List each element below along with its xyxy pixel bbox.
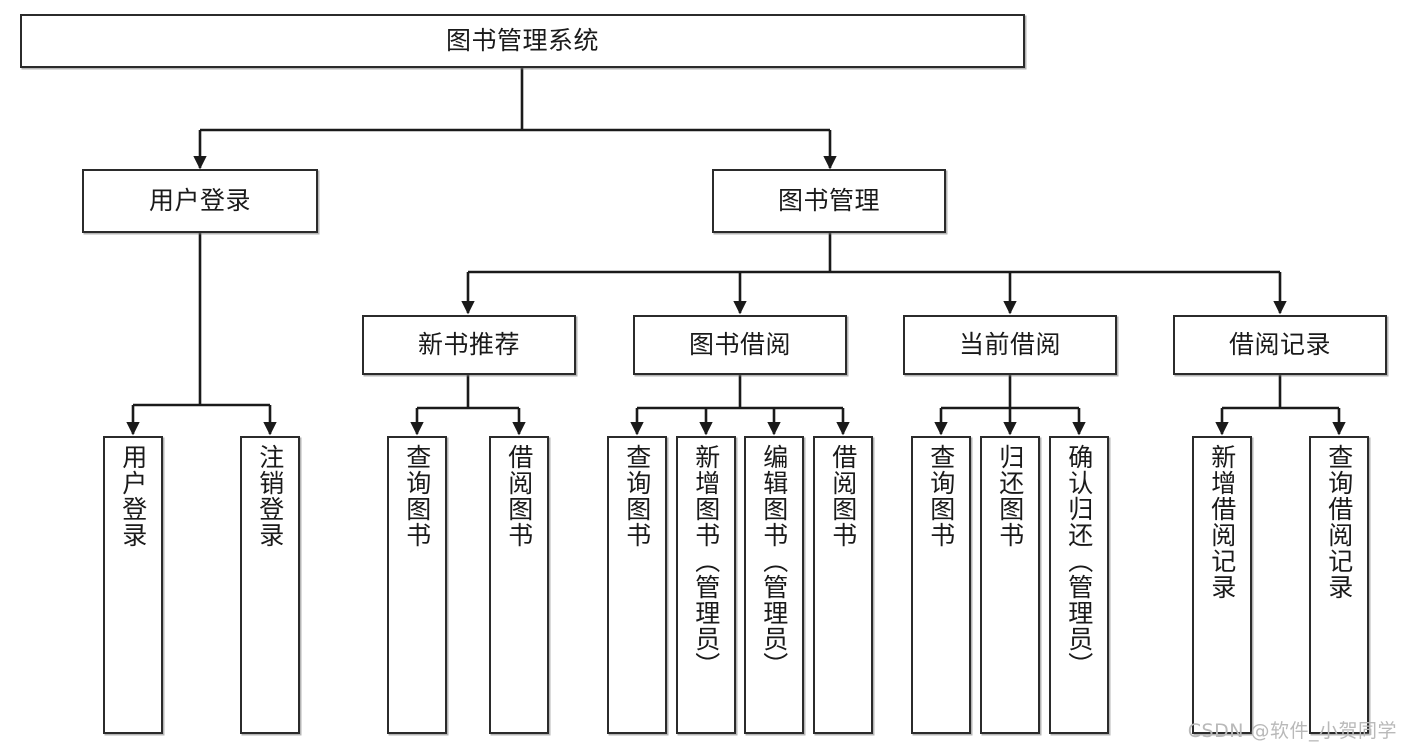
node-label: 借阅记录 [1228, 330, 1331, 359]
leaf-confirm-return-admin[interactable]: 确认归还（管理员） [1049, 436, 1109, 734]
node-label: 编辑图书（管理员） [759, 444, 789, 678]
node-new-book-recommend[interactable]: 新书推荐 [362, 315, 576, 375]
leaf-borrow-book[interactable]: 借阅图书 [813, 436, 873, 734]
node-label: 借阅图书 [504, 444, 534, 548]
node-label: 查询图书 [926, 444, 956, 548]
leaf-add-borrow-record[interactable]: 新增借阅记录 [1192, 436, 1252, 734]
node-label: 注销登录 [255, 444, 285, 548]
leaf-query-book-current[interactable]: 查询图书 [911, 436, 971, 734]
node-label: 查询图书 [622, 444, 652, 548]
node-borrow-record[interactable]: 借阅记录 [1173, 315, 1387, 375]
node-label: 当前借阅 [958, 330, 1061, 359]
node-label: 确认归还（管理员） [1064, 444, 1094, 678]
leaf-query-borrow-record[interactable]: 查询借阅记录 [1309, 436, 1369, 734]
node-label: 用户登录 [148, 186, 251, 215]
node-label: 图书管理 [777, 186, 880, 215]
leaf-edit-book-admin[interactable]: 编辑图书（管理员） [744, 436, 804, 734]
node-label: 查询图书 [402, 444, 432, 548]
node-label: 新增图书（管理员） [691, 444, 721, 678]
leaf-query-book-borrow[interactable]: 查询图书 [607, 436, 667, 734]
node-label: 借阅图书 [828, 444, 858, 548]
node-label: 图书管理系统 [445, 26, 599, 55]
node-label: 图书借阅 [688, 330, 791, 359]
leaf-user-login[interactable]: 用户登录 [103, 436, 163, 734]
csdn-watermark: CSDN @软件_小贺同学 [1187, 720, 1397, 742]
leaf-borrow-book-recommend[interactable]: 借阅图书 [489, 436, 549, 734]
node-label: 用户登录 [118, 444, 148, 548]
node-book-borrow[interactable]: 图书借阅 [633, 315, 847, 375]
node-user-login[interactable]: 用户登录 [82, 169, 318, 233]
node-book-management[interactable]: 图书管理 [712, 169, 946, 233]
leaf-query-book-recommend[interactable]: 查询图书 [387, 436, 447, 734]
node-label: 查询借阅记录 [1324, 444, 1354, 600]
node-label: 新增借阅记录 [1207, 444, 1237, 600]
node-label: 归还图书 [995, 444, 1025, 548]
leaf-user-logout[interactable]: 注销登录 [240, 436, 300, 734]
node-label: 新书推荐 [417, 330, 520, 359]
node-root-system[interactable]: 图书管理系统 [20, 14, 1025, 68]
node-current-borrow[interactable]: 当前借阅 [903, 315, 1117, 375]
leaf-return-book[interactable]: 归还图书 [980, 436, 1040, 734]
leaf-add-book-admin[interactable]: 新增图书（管理员） [676, 436, 736, 734]
